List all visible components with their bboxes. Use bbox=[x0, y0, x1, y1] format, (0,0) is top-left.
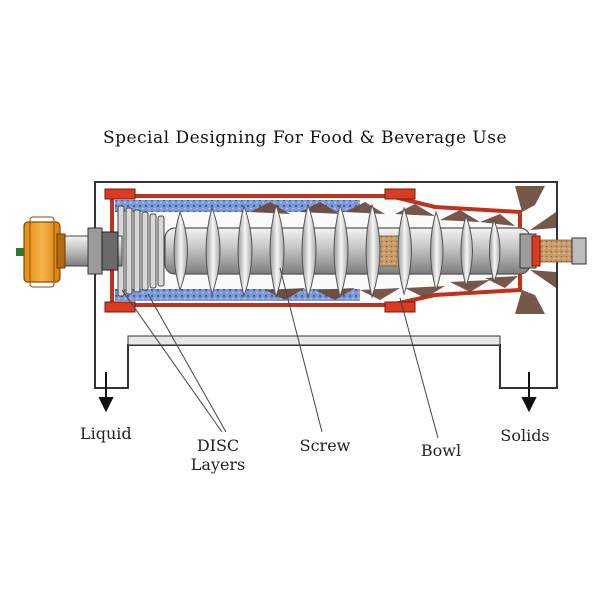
screw-flights bbox=[173, 203, 501, 299]
liquid-layer-bottom bbox=[115, 289, 360, 301]
motor-pulley bbox=[16, 216, 66, 288]
label-bowl: Bowl bbox=[421, 441, 461, 460]
seal-left bbox=[101, 231, 119, 271]
feed-material-right bbox=[535, 239, 575, 263]
solids-deposits bbox=[250, 186, 556, 314]
diagram-title: Special Designing For Food & Beverage Us… bbox=[103, 128, 507, 148]
label-solids: Solids bbox=[500, 426, 549, 445]
liquid-outlet-arrow bbox=[98, 372, 114, 413]
label-liquid: Liquid bbox=[80, 424, 132, 443]
disc-layers bbox=[117, 205, 165, 297]
frame-base-shadow bbox=[127, 335, 501, 346]
solids-outlet-arrow bbox=[521, 372, 537, 413]
label-disc-layers: Layers bbox=[191, 455, 246, 474]
label-disc: DISC bbox=[197, 436, 239, 455]
liquid-layer-top bbox=[115, 200, 360, 212]
bearing-right bbox=[519, 233, 587, 269]
leader-lines bbox=[121, 267, 439, 439]
bearing-left bbox=[87, 227, 103, 275]
label-screw: Screw bbox=[300, 436, 351, 455]
